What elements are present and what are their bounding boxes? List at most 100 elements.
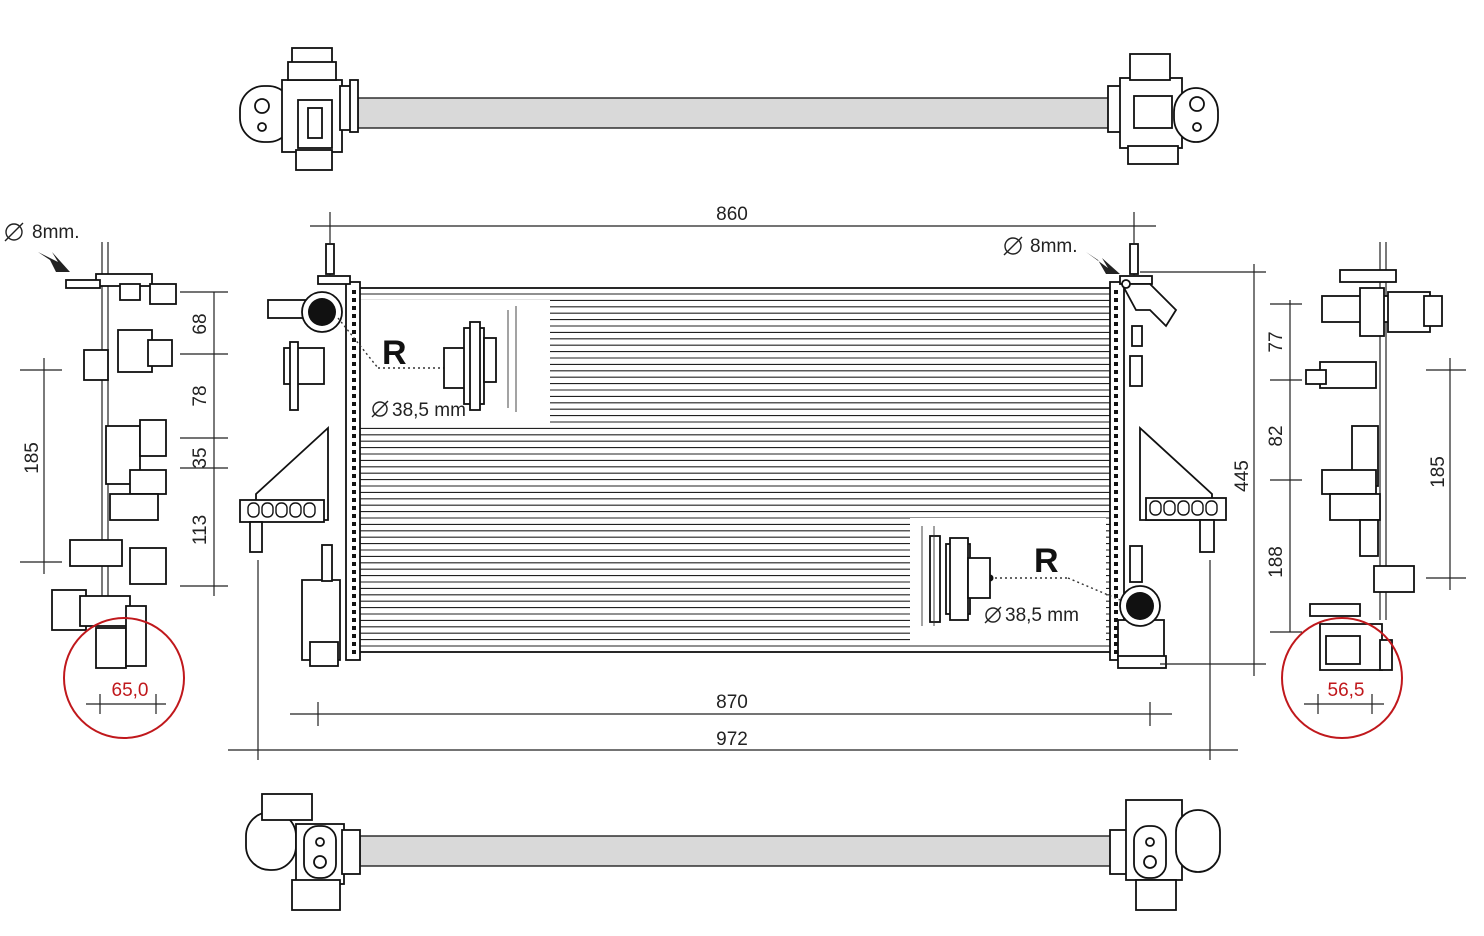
dim-35: 35 — [190, 447, 211, 468]
left-mounting-brackets — [239, 291, 343, 667]
tank-tooth — [352, 306, 356, 310]
tank-tooth — [1114, 402, 1118, 406]
top-view — [239, 47, 1219, 171]
tank-tooth — [352, 298, 356, 302]
tank-tooth — [352, 602, 356, 606]
top-view-right-tank — [1107, 53, 1219, 165]
tank-tooth — [1114, 610, 1118, 614]
tank-tooth — [352, 634, 356, 638]
tank-tooth — [1114, 290, 1118, 294]
front-view: R 38,5 mm R 38,5 mm — [239, 236, 1227, 669]
tank-tooth — [1114, 618, 1118, 622]
tank-tooth — [352, 474, 356, 478]
tank-tooth — [352, 546, 356, 550]
arrow-icon — [38, 252, 70, 272]
tank-tooth — [352, 506, 356, 510]
tank-tooth — [352, 322, 356, 326]
tank-tooth — [352, 618, 356, 622]
left-tank — [345, 281, 361, 661]
pipe-detail-top: R 38,5 mm — [337, 306, 517, 421]
tank-tooth — [1114, 626, 1118, 630]
tank-tooth — [352, 370, 356, 374]
tank-tooth — [352, 642, 356, 646]
tank-tooth — [1114, 442, 1118, 446]
tank-tooth — [1114, 346, 1118, 350]
tank-tooth — [352, 434, 356, 438]
tank-tooth — [1114, 562, 1118, 566]
pipe-diameter-bottom: 38,5 mm — [1005, 605, 1079, 626]
tank-tooth — [352, 530, 356, 534]
tank-tooth — [1114, 378, 1118, 382]
tank-tooth — [352, 330, 356, 334]
tank-tooth — [1114, 362, 1118, 366]
tank-tooth — [1114, 466, 1118, 470]
tank-tooth — [1114, 338, 1118, 342]
circle-highlight — [63, 617, 185, 739]
bracket-hole — [289, 502, 302, 518]
dim-113: 113 — [190, 515, 211, 545]
tank-tooth — [352, 578, 356, 582]
tank-tooth — [352, 522, 356, 526]
tank-tooth — [352, 458, 356, 462]
tank-tooth — [352, 490, 356, 494]
tank-tooth — [1114, 458, 1118, 462]
tank-tooth — [352, 594, 356, 598]
pipe-detail-bottom: R 38,5 mm — [921, 526, 1121, 626]
tank-tooth — [1114, 370, 1118, 374]
left-side-view: 8mm. 68 78 35 113 185 65,0 — [4, 222, 228, 739]
tank-tooth — [1114, 450, 1118, 454]
tank-tooth — [352, 314, 356, 318]
bracket-hole — [303, 502, 316, 518]
bracket-hole — [247, 502, 260, 518]
tank-tooth — [352, 394, 356, 398]
bracket-hole — [1205, 500, 1218, 516]
bottom-view — [245, 793, 1221, 911]
tank-tooth — [1114, 394, 1118, 398]
tank-tooth — [1114, 426, 1118, 430]
tank-tooth — [352, 466, 356, 470]
circle-highlight — [1281, 617, 1403, 739]
mount-diameter-left: 8mm. — [32, 222, 80, 243]
tank-tooth — [1114, 322, 1118, 326]
tank-tooth — [352, 570, 356, 574]
tank-tooth — [352, 514, 356, 518]
tank-tooth — [1114, 650, 1118, 654]
dim-185-left: 185 — [22, 442, 43, 474]
top-view-left-tank — [239, 47, 359, 171]
tank-tooth — [1114, 594, 1118, 598]
tank-tooth — [352, 482, 356, 486]
dim-188: 188 — [1266, 546, 1287, 578]
tank-tooth — [1114, 498, 1118, 502]
diameter-icon — [4, 222, 24, 242]
bottom-view-left-tank — [245, 793, 361, 911]
tank-tooth — [1114, 570, 1118, 574]
tank-tooth — [1114, 554, 1118, 558]
right-side-view: 77 82 188 185 56,5 — [1266, 242, 1466, 739]
tank-tooth — [1114, 314, 1118, 318]
tank-tooth — [1114, 298, 1118, 302]
dim-185-right: 185 — [1428, 456, 1449, 488]
dim-860: 860 — [716, 204, 748, 225]
tank-tooth — [1114, 482, 1118, 486]
tank-tooth — [352, 338, 356, 342]
tank-tooth — [1114, 306, 1118, 310]
depth-left: 65,0 — [112, 680, 149, 701]
bottom-view-right-tank — [1109, 799, 1221, 911]
tank-tooth — [352, 354, 356, 358]
tank-tooth — [352, 346, 356, 350]
left-top-bracket — [317, 275, 351, 285]
tank-tooth — [352, 386, 356, 390]
pipe-diameter-top: 38,5 mm — [392, 400, 466, 421]
dim-68: 68 — [190, 313, 211, 334]
front-dimensions: 860 870 972 445 — [228, 204, 1266, 760]
depth-right: 56,5 — [1328, 680, 1365, 701]
tank-tooth — [1114, 418, 1118, 422]
tank-tooth — [352, 610, 356, 614]
tank-tooth — [1114, 490, 1118, 494]
tank-tooth — [352, 498, 356, 502]
bracket-hole — [1149, 500, 1162, 516]
tank-tooth — [352, 410, 356, 414]
tank-tooth — [1114, 434, 1118, 438]
mount-diameter-right: 8mm. — [1030, 236, 1078, 257]
